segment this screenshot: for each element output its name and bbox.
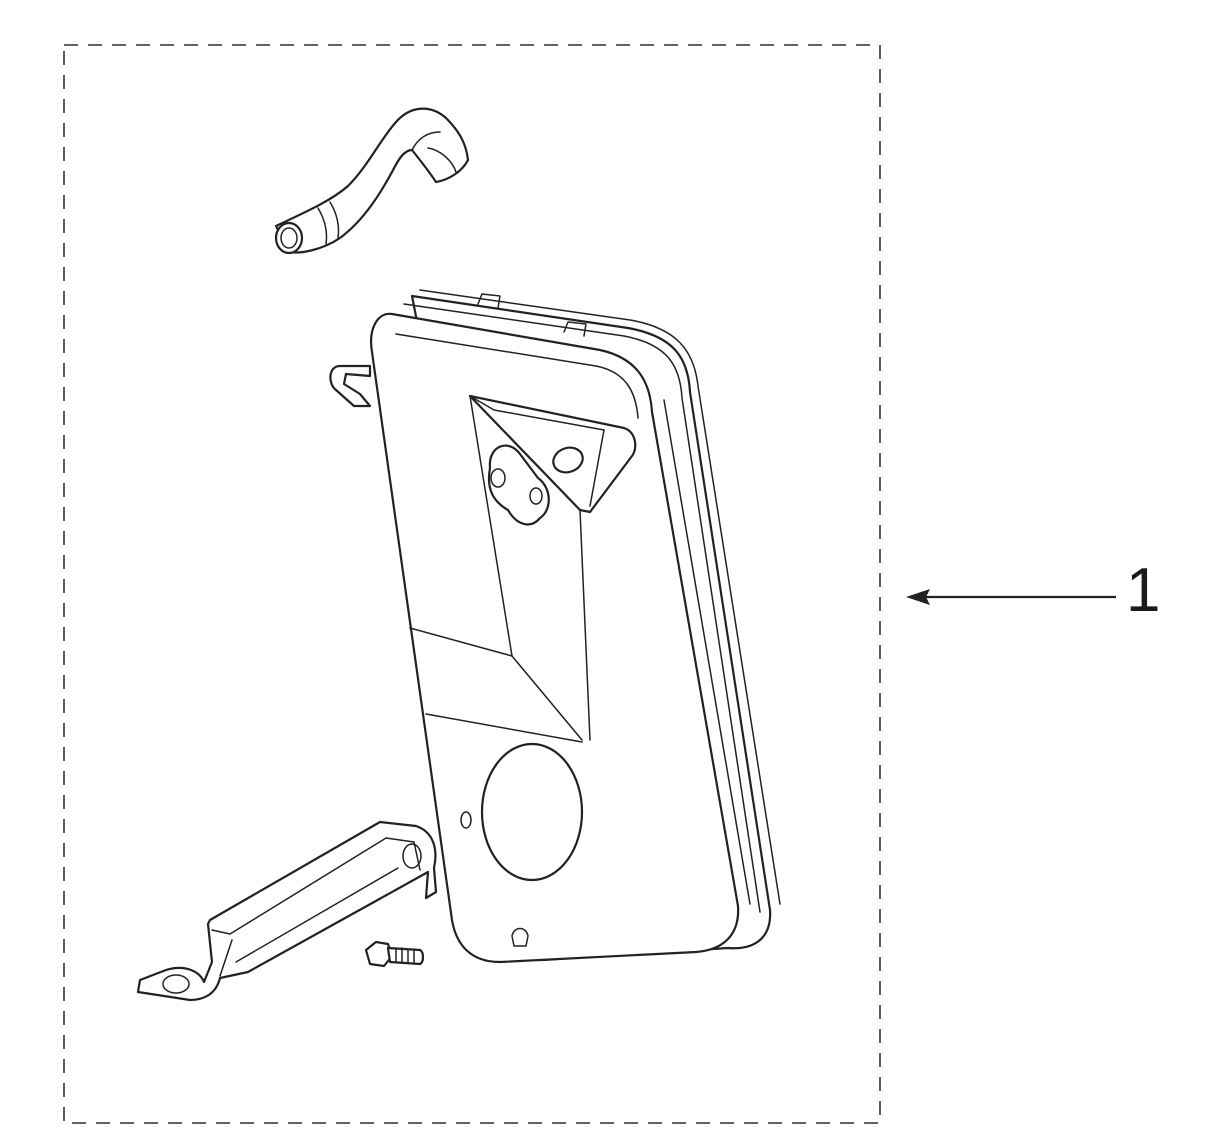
hose-icon (274, 107, 470, 255)
muffler-icon (329, 289, 781, 964)
assembly-boundary (63, 44, 881, 1124)
callout-arrow (906, 589, 1116, 605)
bolt-icon (364, 940, 425, 968)
callout-label-1: 1 (1126, 556, 1161, 625)
bracket-icon (136, 820, 438, 1002)
